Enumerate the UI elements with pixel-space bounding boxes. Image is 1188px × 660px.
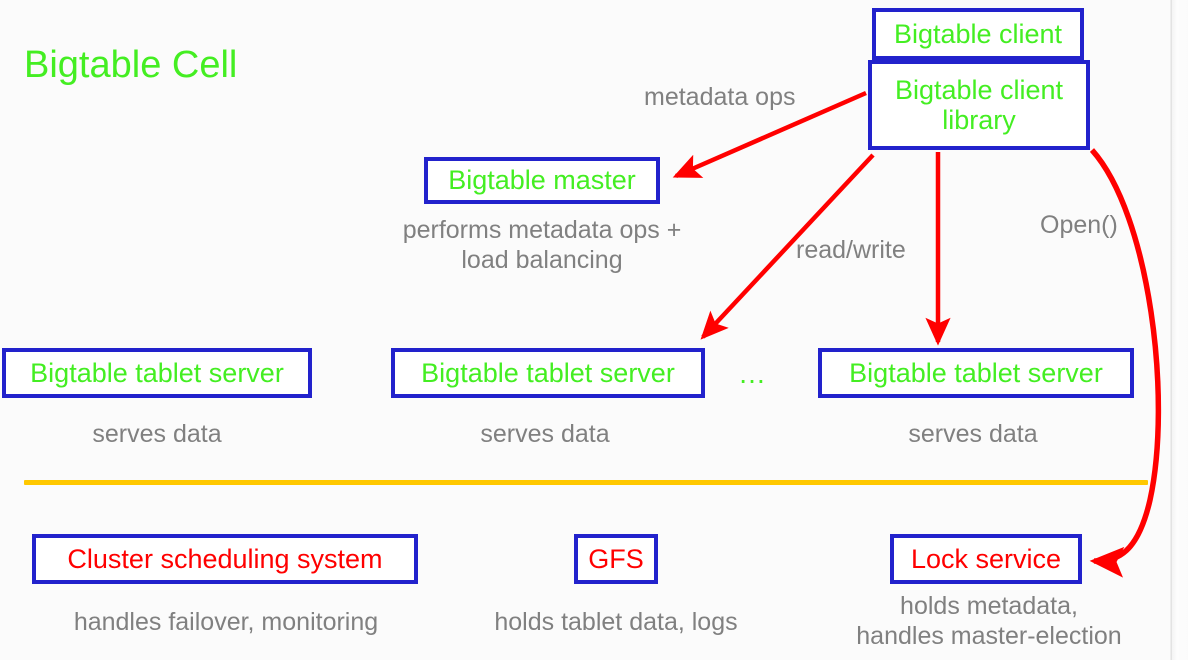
tablet-servers-ellipsis: … — [738, 358, 766, 389]
arrow-label-metadata-ops: metadata ops — [644, 83, 796, 111]
node-tablet-server-middle[interactable]: Bigtable tablet server — [391, 348, 705, 398]
node-lock-service[interactable]: Lock service — [890, 534, 1082, 584]
node-tablet-server-left[interactable]: Bigtable tablet server — [2, 348, 312, 398]
caption-cluster-scheduling-system: handles failover, monitoring — [73, 608, 379, 636]
infrastructure-divider — [24, 480, 1148, 485]
caption-lock-service: holds metadata, handles master-election — [856, 592, 1122, 650]
caption-bigtable-master: performs metadata ops + load balancing — [402, 216, 682, 274]
node-bigtable-client-library[interactable]: Bigtable client library — [868, 60, 1090, 150]
page-title: Bigtable Cell — [24, 44, 238, 86]
arrow-label-open: Open() — [1040, 211, 1118, 239]
node-bigtable-master[interactable]: Bigtable master — [424, 157, 660, 204]
node-bigtable-client[interactable]: Bigtable client — [872, 8, 1084, 60]
arrow-label-read-write: read/write — [796, 236, 906, 264]
node-gfs[interactable]: GFS — [574, 534, 658, 584]
caption-gfs: holds tablet data, logs — [494, 608, 738, 636]
caption-tablet-server-left: serves data — [92, 420, 222, 448]
node-tablet-server-right[interactable]: Bigtable tablet server — [818, 348, 1134, 398]
caption-tablet-server-right: serves data — [908, 420, 1038, 448]
page-edge-line — [1171, 0, 1172, 660]
page-edge-shadow — [1170, 0, 1188, 660]
caption-tablet-server-middle: serves data — [480, 420, 610, 448]
node-cluster-scheduling-system[interactable]: Cluster scheduling system — [32, 534, 418, 584]
